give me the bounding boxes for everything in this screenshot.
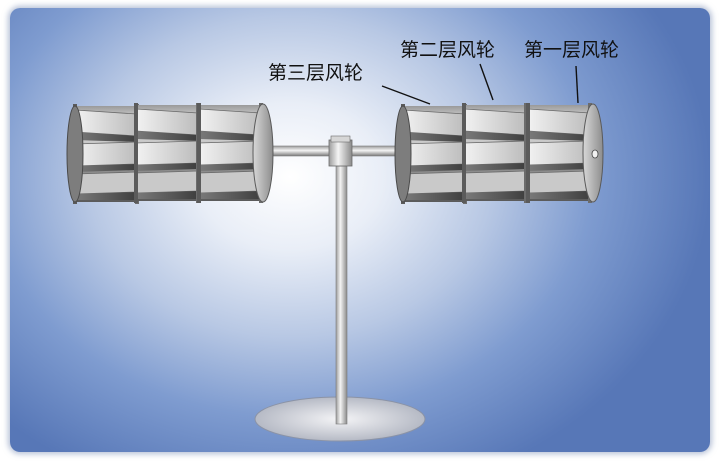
right-rotor-assembly (394, 102, 604, 205)
label-leaders (381, 63, 579, 105)
axle-hub (328, 135, 353, 167)
label-layer-3: 第三层风轮 (268, 62, 363, 84)
axle-end-cap (591, 149, 599, 159)
wind-turbine-diagram: 第三层风轮 第二层风轮 第一层风轮 (66, 39, 619, 442)
stand-pole (335, 165, 348, 425)
diagram-canvas: 第三层风轮 第二层风轮 第一层风轮 (10, 8, 710, 452)
label-layer-2: 第二层风轮 (400, 39, 495, 61)
label-layer-1: 第一层风轮 (524, 39, 619, 61)
left-rotor-assembly (66, 102, 274, 205)
rotor-layer-1 (525, 102, 593, 204)
rotor-layer-2 (461, 102, 529, 204)
